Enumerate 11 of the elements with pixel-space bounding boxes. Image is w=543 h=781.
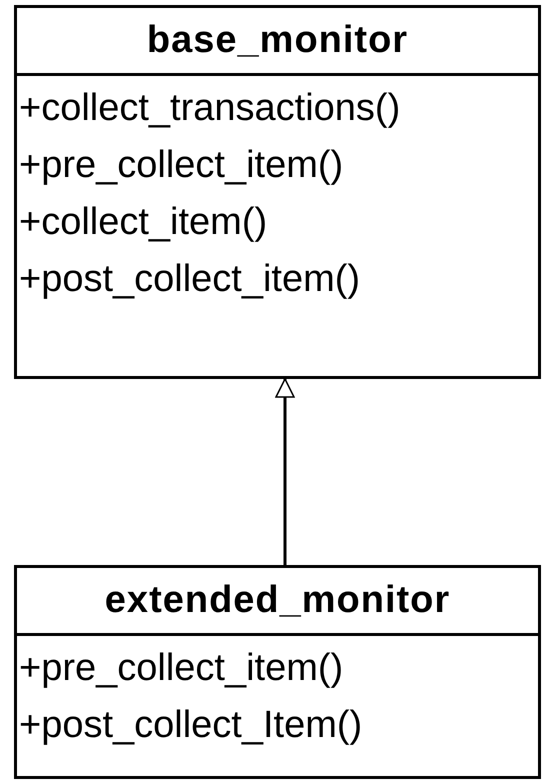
inheritance-arrow <box>275 378 295 565</box>
class-box <box>14 5 541 379</box>
method-text: +pre_collect_item() <box>19 646 344 691</box>
class-name: base_monitor <box>146 18 408 63</box>
method-text: +post_collect_item() <box>19 257 360 302</box>
method-text: +pre_collect_item() <box>19 143 344 188</box>
method-text: +post_collect_Item() <box>19 703 362 748</box>
class-name: extended_monitor <box>104 578 450 623</box>
method-text: +collect_item() <box>19 200 268 245</box>
method-text: +collect_transactions() <box>19 86 400 131</box>
class-box <box>14 565 541 779</box>
